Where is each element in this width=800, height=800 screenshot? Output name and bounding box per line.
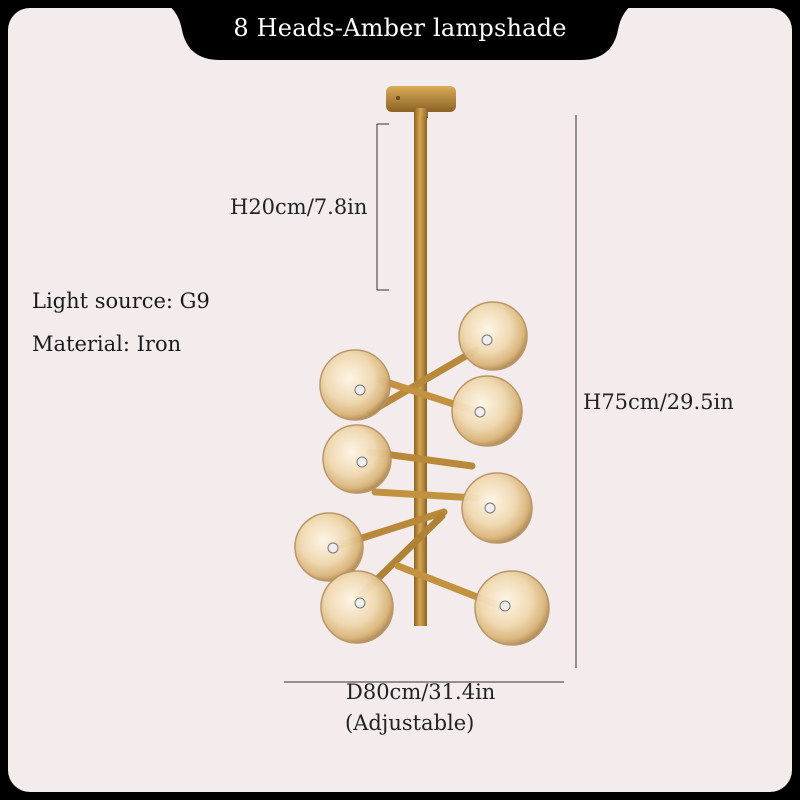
light-source-spec: Light source: G9 [32, 289, 210, 313]
globe [320, 570, 394, 644]
title-tab [160, 0, 640, 60]
diameter-label: D80cm/31.4in [346, 680, 496, 704]
amber-globes [294, 301, 550, 646]
globe [458, 301, 528, 371]
globe [294, 512, 364, 582]
material-spec: Material: Iron [32, 332, 182, 356]
globe [451, 375, 523, 447]
globe [319, 349, 391, 421]
arm [371, 488, 480, 502]
central-rod [414, 116, 427, 626]
rod-height-bracket [376, 123, 389, 291]
ceiling-canopy [386, 86, 456, 118]
arm [366, 346, 480, 416]
product-title: 8 Heads-Amber lampshade [233, 14, 567, 42]
diameter-note: (Adjustable) [345, 711, 475, 735]
product-panel [8, 8, 792, 792]
globe [322, 424, 392, 494]
globe [474, 570, 550, 646]
globe [461, 472, 533, 544]
total-height-label: H75cm/29.5in [583, 390, 734, 414]
rod-height-label: H20cm/7.8in [230, 195, 368, 219]
